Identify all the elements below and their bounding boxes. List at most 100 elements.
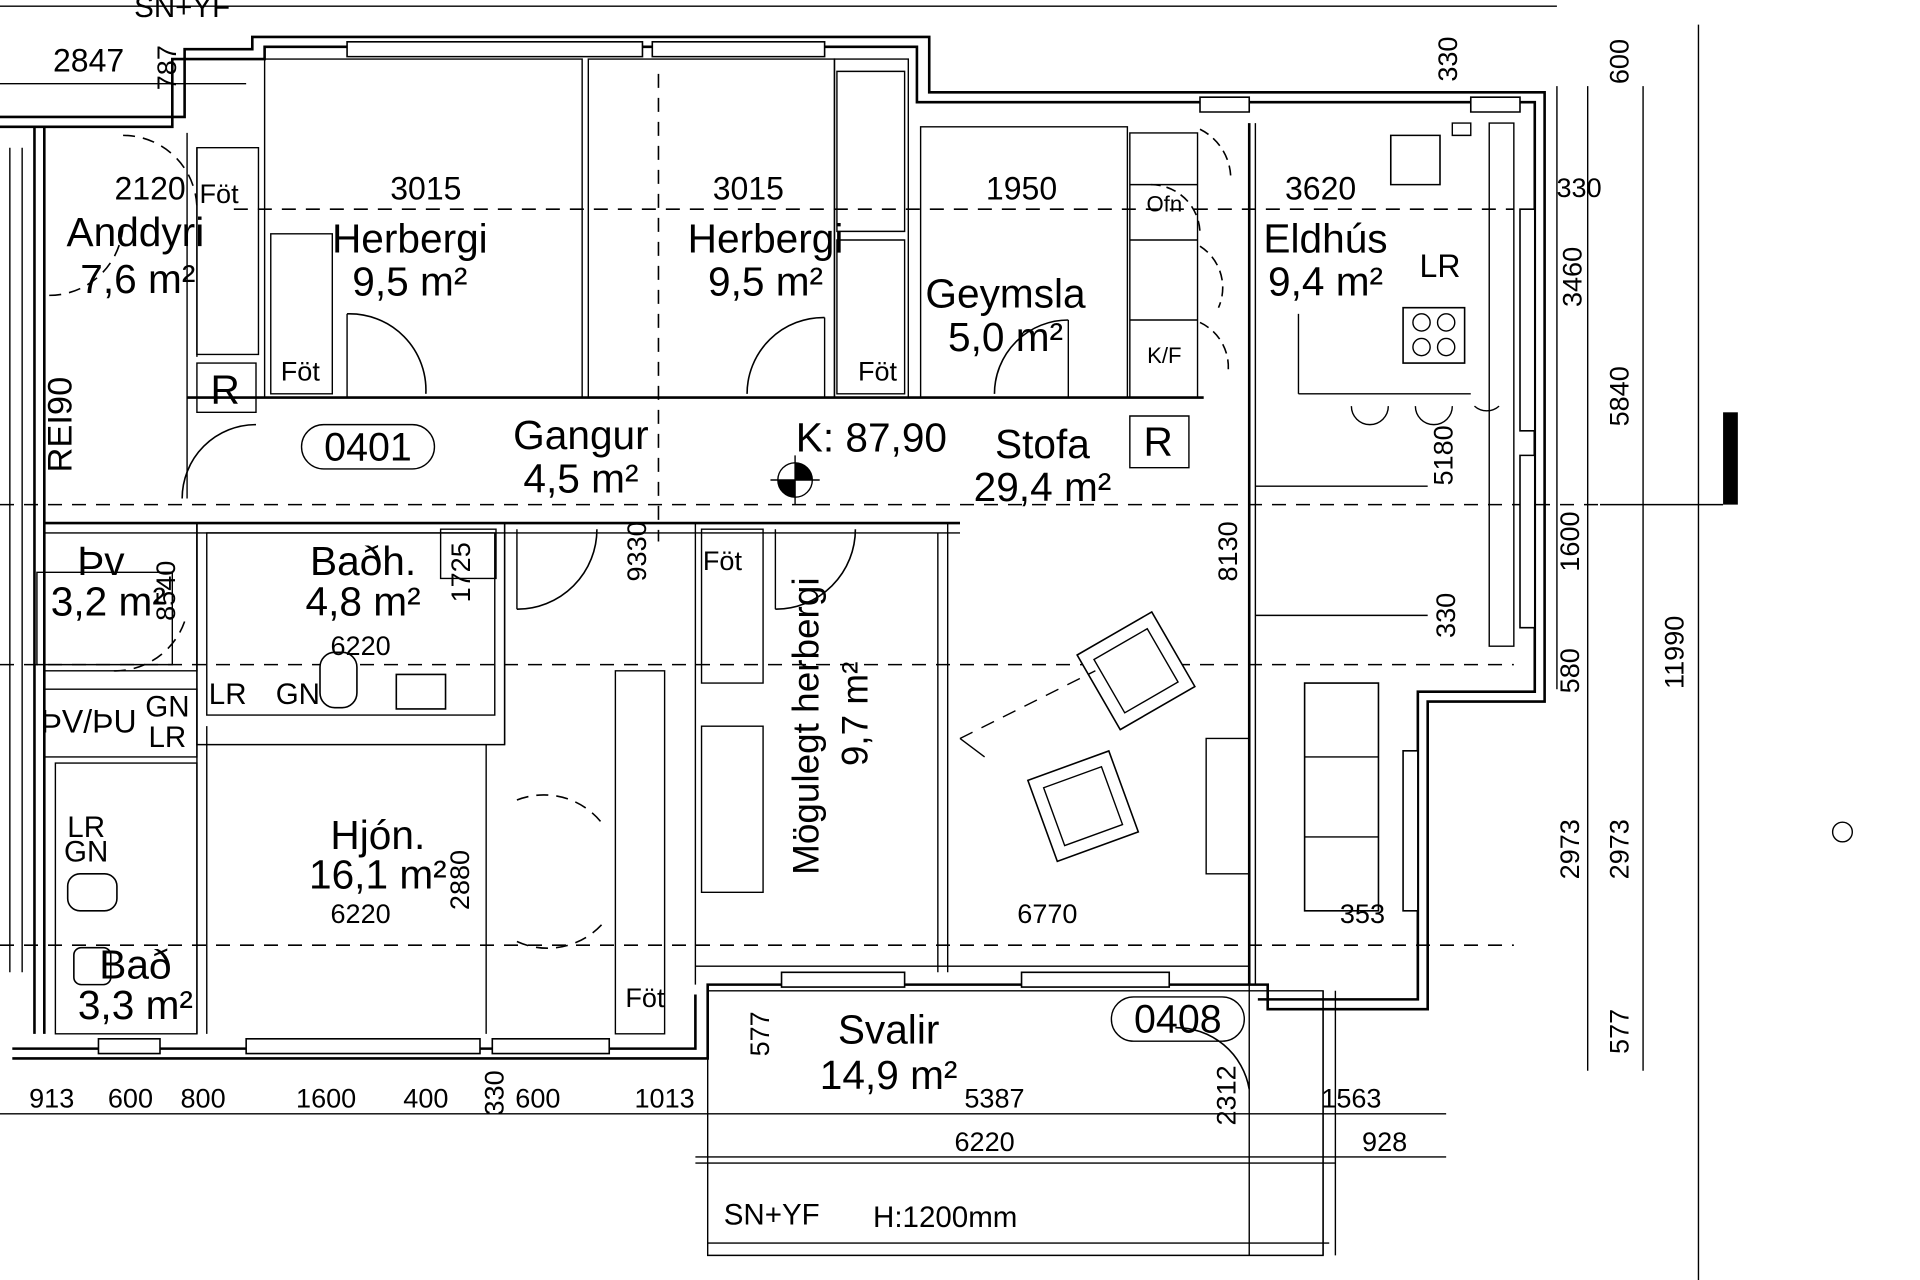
dim-5180: 5180 (1427, 425, 1458, 485)
dim-400: 400 (403, 1083, 448, 1114)
room-area-svalir: 14,9 m² (820, 1052, 958, 1098)
dim-3460: 3460 (1557, 247, 1588, 307)
windows (98, 42, 1534, 1054)
apartment-tag-outline (302, 425, 435, 469)
label-snyf-top: SN+YF (134, 0, 230, 24)
dim-2973-b: 2973 (1603, 819, 1634, 879)
dim-580: 580 (1554, 648, 1585, 693)
room-area-herbergi-1: 9,5 m² (352, 258, 467, 304)
dim-3620: 3620 (1285, 170, 1356, 206)
fixtures (37, 71, 1514, 984)
dim-2120: 2120 (115, 170, 186, 206)
room-area-geymsla: 5,0 m² (948, 314, 1063, 360)
room-area-bad: 3,3 m² (78, 982, 193, 1028)
label-railing-height: H:1200mm (873, 1201, 1017, 1234)
dim-577-balcony: 577 (744, 1011, 775, 1056)
dim-6220-a: 6220 (331, 630, 391, 661)
room-name-herbergi-1: Herbergi (332, 215, 488, 261)
room-area-gangur: 4,5 m² (523, 455, 638, 501)
room-area-stofa: 29,4 m² (974, 464, 1112, 510)
room-area-badh: 4,8 m² (306, 578, 421, 624)
door-swings (49, 129, 1249, 1089)
dim-330-kitchen-top: 330 (1432, 36, 1463, 81)
level-label: K: 87,90 (796, 415, 947, 461)
label-r-1: R (211, 367, 240, 413)
balcony-tag: 0408 (1134, 998, 1222, 1042)
dim-330-bottom: 330 (478, 1070, 509, 1115)
dim-600-right: 600 (1603, 39, 1634, 84)
room-name-anddyri: Anddyri (67, 209, 205, 255)
dim-353: 353 (1340, 898, 1385, 929)
room-name-badh: Baðh. (310, 538, 416, 584)
balcony-tag-outline (1111, 997, 1244, 1041)
dim-5387: 5387 (964, 1083, 1024, 1114)
room-name-svalir: Svalir (838, 1007, 940, 1053)
dim-1950: 1950 (986, 170, 1057, 206)
label-gn-thv: GN (145, 690, 189, 723)
label-fot-3: Föt (858, 355, 898, 386)
dim-800: 800 (180, 1083, 225, 1114)
room-area-mogulegt: 9,7 m² (835, 662, 876, 767)
dim-1563: 1563 (1321, 1083, 1381, 1114)
dim-3015-b: 3015 (713, 170, 784, 206)
room-name-thv: Þv (77, 538, 125, 584)
dashed-lines (0, 74, 1600, 945)
room-name-stofa: Stofa (995, 421, 1090, 467)
room-name-bad: Bað (99, 941, 171, 987)
label-fot-5: Föt (625, 982, 665, 1013)
dim-928: 928 (1362, 1126, 1407, 1157)
room-area-thv: 3,2 m² (51, 578, 166, 624)
label-kf: K/F (1147, 343, 1181, 368)
dim-787: 787 (151, 45, 182, 90)
dim-2880: 2880 (444, 850, 475, 910)
dim-1725: 1725 (445, 542, 476, 602)
dim-913: 913 (29, 1083, 74, 1114)
dim-8540: 8540 (150, 561, 181, 621)
dim-1600-v: 1600 (1554, 511, 1585, 571)
dim-577-right: 577 (1603, 1009, 1634, 1054)
label-gn-bad: GN (64, 836, 108, 869)
dim-8130: 8130 (1212, 521, 1243, 581)
interior-walls (44, 59, 1255, 1034)
r-box-1 (197, 363, 256, 412)
label-lr-thv: LR (149, 721, 187, 754)
dim-600-a: 600 (108, 1083, 153, 1114)
dim-1013: 1013 (635, 1083, 695, 1114)
label-lr-bad: LR (67, 811, 105, 844)
dim-6220-b: 6220 (331, 898, 391, 929)
label-fot-2: Föt (281, 355, 321, 386)
room-area-hjon: 16,1 m² (309, 852, 447, 898)
label-snyf-balcony: SN+YF (724, 1199, 820, 1232)
balcony (695, 985, 1335, 1256)
label-lr-eldhus: LR (1420, 248, 1461, 284)
room-name-gangur: Gangur (513, 412, 648, 458)
dim-9330: 9330 (621, 521, 652, 581)
label-fot-1: Föt (200, 178, 240, 209)
label-r-2: R (1143, 418, 1172, 464)
room-area-herbergi-2: 9,5 m² (708, 258, 823, 304)
dim-2312: 2312 (1211, 1065, 1242, 1125)
dim-600-b: 600 (515, 1083, 560, 1114)
dim-5840: 5840 (1603, 366, 1634, 426)
dim-2973-a: 2973 (1554, 819, 1585, 879)
dim-330-kitchen-side: 330 (1556, 172, 1601, 203)
room-name-hjon: Hjón. (330, 812, 425, 858)
dim-6770: 6770 (1017, 898, 1077, 929)
label-ofn: Ofn (1146, 192, 1182, 217)
dim-3015-a: 3015 (390, 170, 461, 206)
dim-2847: 2847 (53, 42, 124, 78)
dimension-lines (0, 6, 1852, 1280)
dim-1600: 1600 (296, 1083, 356, 1114)
room-name-eldhus: Eldhús (1263, 215, 1387, 261)
dim-6220-c: 6220 (955, 1126, 1015, 1157)
label-gn-badh: GN (276, 678, 320, 711)
room-area-anddyri: 7,6 m² (80, 256, 195, 302)
dim-11990: 11990 (1659, 616, 1690, 689)
r-box-2 (1130, 416, 1189, 468)
room-area-eldhus: 9,4 m² (1268, 258, 1383, 304)
label-re90: REI90 (41, 377, 79, 473)
label-fot-4: Föt (703, 545, 743, 576)
label-lr-badh: LR (209, 678, 247, 711)
apartment-tag: 0401 (324, 425, 412, 469)
